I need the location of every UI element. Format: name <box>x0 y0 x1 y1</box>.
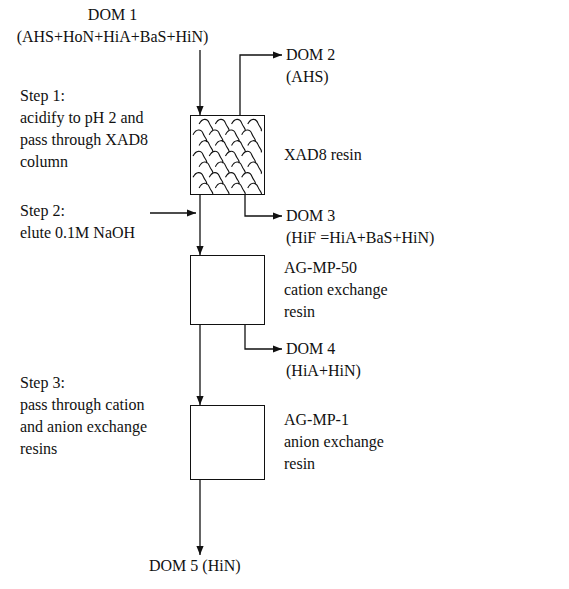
step-description: acidify to pH 2 and pass through XAD8 co… <box>20 107 160 173</box>
column-label: XAD8 resin <box>284 144 404 166</box>
step-description: pass through cation and anion exchange r… <box>20 394 160 460</box>
fraction-text: (HiF =HiA+BaS+HiN) <box>286 227 434 249</box>
fraction-text: DOM 3 <box>286 205 434 227</box>
fraction-text: DOM 4 <box>286 338 361 360</box>
dom-fraction: DOM 4(HiA+HiN) <box>282 338 365 382</box>
flow-arrow <box>199 325 200 405</box>
flow-arrow <box>199 50 200 115</box>
flow-arrow <box>245 195 282 216</box>
resin-column: AG-MP-50 cation exchange resin <box>190 255 265 325</box>
eluent-arrow <box>150 212 196 213</box>
fraction-text: (AHS+HoN+HiA+BaS+HiN) <box>9 26 216 48</box>
fraction-text: (AHS) <box>286 66 335 88</box>
step-description: elute 0.1M NaOH <box>20 222 160 244</box>
flow-arrow <box>240 55 282 115</box>
dom-fraction: DOM 5 (HiN) <box>145 555 245 577</box>
fraction-text: DOM 5 (HiN) <box>149 555 241 577</box>
resin-beads <box>191 116 264 194</box>
column-label: AG-MP-1 anion exchange resin <box>284 409 386 475</box>
fraction-text: DOM 1 <box>9 4 216 26</box>
fraction-text: DOM 2 <box>286 44 335 66</box>
resin-column: XAD8 resin <box>190 115 265 195</box>
step-heading: Step 3: <box>20 372 160 394</box>
column-label: AG-MP-50 cation exchange resin <box>284 257 394 323</box>
dom-fraction: DOM 2(AHS) <box>282 44 339 88</box>
dom-fraction: DOM 1(AHS+HoN+HiA+BaS+HiN) <box>5 4 220 48</box>
flow-arrow <box>245 325 282 349</box>
resin-column: AG-MP-1 anion exchange resin <box>190 405 265 480</box>
flow-arrow <box>199 195 200 255</box>
flow-arrow <box>199 480 200 555</box>
dom-fraction: DOM 3(HiF =HiA+BaS+HiN) <box>282 205 438 249</box>
step-heading: Step 2: <box>20 200 160 222</box>
fraction-text: (HiA+HiN) <box>286 360 361 382</box>
step-heading: Step 1: <box>20 85 160 107</box>
